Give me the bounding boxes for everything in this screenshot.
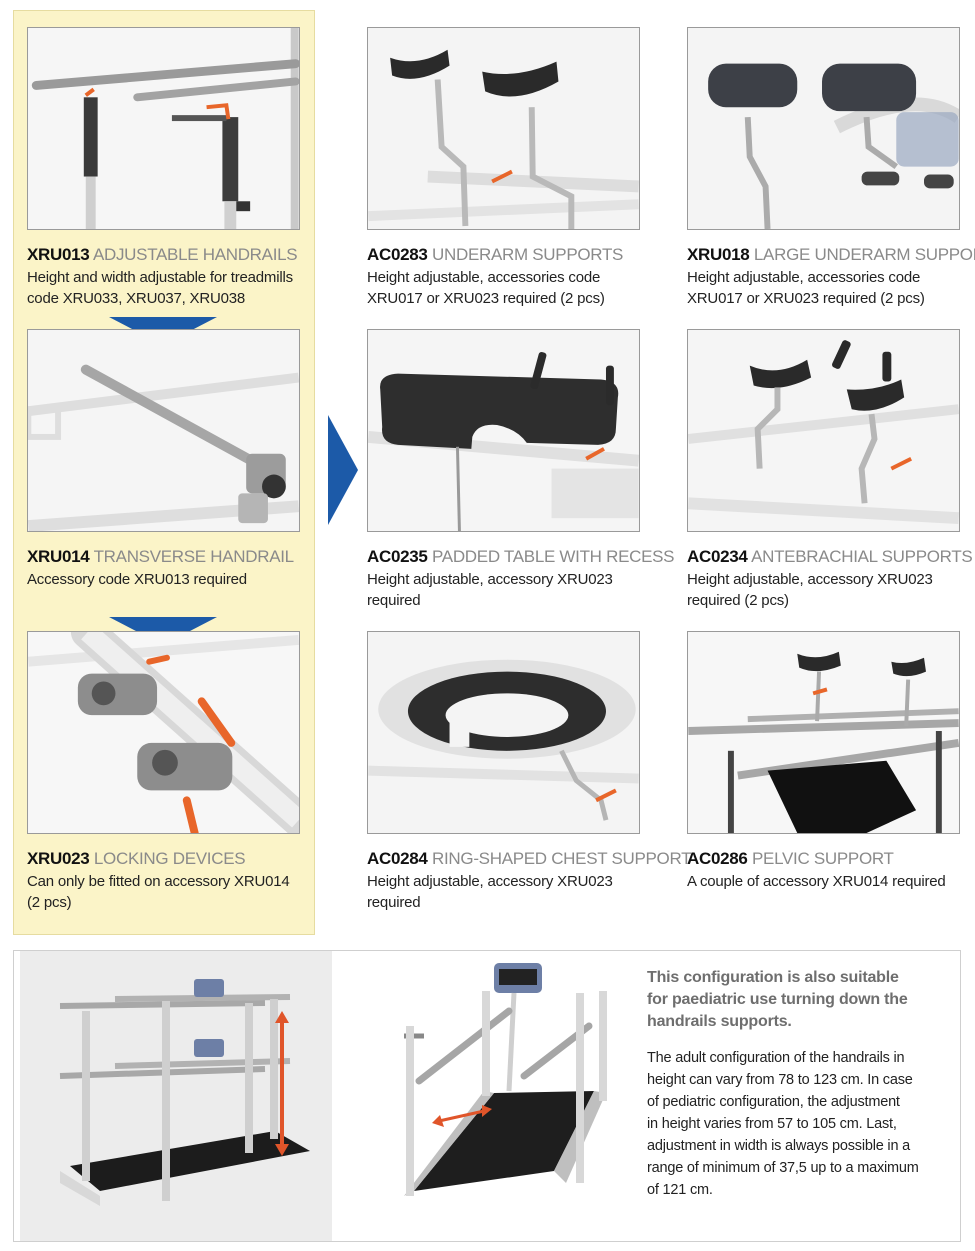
arrow-right-icon: [328, 415, 358, 525]
product-desc-line: Accessory code XRU013 required: [27, 571, 247, 588]
product-desc-line: Height and width adjustable for treadmil…: [27, 269, 293, 286]
product-caption-xru023: XRU023 LOCKING DEVICES Can only be fitte…: [27, 849, 317, 913]
product-photo-ac0235: [367, 329, 640, 532]
product-desc-line: required: [367, 592, 421, 609]
body-line: The adult configuration of the handrails…: [647, 1050, 905, 1066]
product-caption-xru014: XRU014 TRANSVERSE HANDRAIL Accessory cod…: [27, 547, 317, 590]
product-code: AC0235: [367, 547, 428, 566]
body-line: of pediatric configuration, the adjustme…: [647, 1094, 900, 1110]
body-line: of 121 cm.: [647, 1182, 713, 1198]
body-line: height can vary from 78 to 123 cm. In ca…: [647, 1072, 913, 1088]
body-line: range of minimum of 37,5 up to a maximum: [647, 1160, 919, 1176]
product-photo-xru023: [27, 631, 300, 834]
product-desc-line: Height adjustable, accessory XRU023: [367, 873, 613, 890]
lead-line: handrails supports.: [647, 1013, 792, 1030]
product-desc-line: required: [367, 894, 421, 911]
product-code: AC0283: [367, 245, 428, 264]
product-photo-ac0234: [687, 329, 960, 532]
lead-line: This configuration is also suitable: [647, 969, 899, 986]
product-desc-line: (2 pcs): [27, 894, 72, 911]
treadmill-photo-adult: [344, 951, 644, 1241]
product-photo-xru014: [27, 329, 300, 532]
product-caption-ac0283: AC0283 UNDERARM SUPPORTS Height adjustab…: [367, 245, 657, 309]
treadmill-photo-paediatric: [20, 951, 332, 1241]
product-name: LOCKING DEVICES: [93, 849, 246, 868]
product-desc-line: A couple of accessory XRU014 required: [687, 873, 946, 890]
product-desc-line: Height adjustable, accessories code: [687, 269, 921, 286]
product-desc-line: Height adjustable, accessories code: [367, 269, 601, 286]
product-code: AC0286: [687, 849, 748, 868]
product-name: ADJUSTABLE HANDRAILS: [92, 245, 298, 264]
configuration-text: This configuration is also suitable for …: [647, 967, 952, 1201]
product-caption-ac0234: AC0234 ANTEBRACHIAL SUPPORTS Height adju…: [687, 547, 975, 611]
body-line: adjustment in width is always possible i…: [647, 1138, 911, 1154]
configuration-lead: This configuration is also suitable for …: [647, 967, 952, 1033]
product-code: XRU013: [27, 245, 90, 264]
product-desc-line: XRU017 or XRU023 required (2 pcs): [367, 290, 605, 307]
product-code: AC0284: [367, 849, 428, 868]
product-photo-xru013: [27, 27, 300, 230]
product-name: TRANSVERSE HANDRAIL: [93, 547, 295, 566]
configuration-section: This configuration is also suitable for …: [13, 950, 961, 1242]
product-code: XRU023: [27, 849, 90, 868]
product-desc-line: Can only be fitted on accessory XRU014: [27, 873, 290, 890]
product-code: XRU018: [687, 245, 750, 264]
product-photo-xru018: [687, 27, 960, 230]
product-photo-ac0284: [367, 631, 640, 834]
product-photo-ac0286: [687, 631, 960, 834]
product-name: PADDED TABLE WITH RECESS: [432, 547, 675, 566]
product-photo-ac0283: [367, 27, 640, 230]
product-name: ANTEBRACHIAL SUPPORTS: [751, 547, 973, 566]
product-desc-line: Height adjustable, accessory XRU023: [367, 571, 613, 588]
product-caption-ac0286: AC0286 PELVIC SUPPORT A couple of access…: [687, 849, 975, 892]
product-desc-line: code XRU033, XRU037, XRU038: [27, 290, 246, 307]
product-name: LARGE UNDERARM SUPPORTS: [753, 245, 975, 264]
product-caption-xru013: XRU013 ADJUSTABLE HANDRAILS Height and w…: [27, 245, 317, 309]
configuration-body: The adult configuration of the handrails…: [647, 1047, 952, 1201]
product-caption-xru018: XRU018 LARGE UNDERARM SUPPORTS Height ad…: [687, 245, 975, 309]
body-line: in height varies from 57 to 105 cm. Last…: [647, 1116, 897, 1132]
product-caption-ac0284: AC0284 RING-SHAPED CHEST SUPPORT Height …: [367, 849, 692, 913]
product-desc-line: required (2 pcs): [687, 592, 789, 609]
product-code: AC0234: [687, 547, 748, 566]
product-desc-line: XRU017 or XRU023 required (2 pcs): [687, 290, 925, 307]
product-name: RING-SHAPED CHEST SUPPORT: [432, 849, 692, 868]
product-name: UNDERARM SUPPORTS: [432, 245, 624, 264]
product-caption-ac0235: AC0235 PADDED TABLE WITH RECESS Height a…: [367, 547, 675, 611]
product-desc-line: Height adjustable, accessory XRU023: [687, 571, 933, 588]
lead-line: for paediatric use turning down the: [647, 991, 908, 1008]
product-name: PELVIC SUPPORT: [752, 849, 894, 868]
product-code: XRU014: [27, 547, 90, 566]
